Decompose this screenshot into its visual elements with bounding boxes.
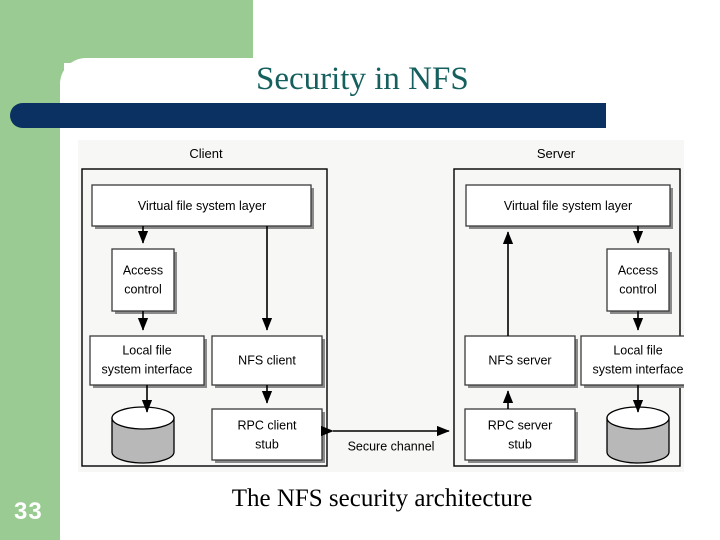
client-rpc-stub-label-line1: RPC client: [237, 418, 297, 432]
client-nfs-label: NFS client: [238, 353, 296, 367]
server-access-control-label-line1: Access: [618, 263, 658, 277]
green-header-block: [0, 0, 253, 63]
client-local-fs-box: [89, 335, 205, 386]
client-nfs-box: [211, 335, 323, 386]
server-heading: Server: [537, 146, 576, 161]
client-heading: Client: [189, 146, 223, 161]
server-access-control-box: [606, 248, 670, 312]
client-rpc-stub-box: [211, 408, 323, 461]
server-access-control-label-line2: control: [619, 282, 657, 296]
client-access-control-box: [111, 248, 175, 312]
client-vfs-label: Virtual file system layer: [138, 199, 266, 213]
server-database-cylinder-icon: [606, 406, 670, 464]
slide-number: 33: [14, 498, 43, 525]
client-access-control-label-line2: control: [124, 282, 162, 296]
client-local-fs-label-line2: system interface: [101, 362, 192, 376]
server-vfs-label: Virtual file system layer: [504, 199, 632, 213]
green-sidebar-rail: [0, 63, 64, 540]
server-rpc-stub-label-line1: RPC server: [488, 418, 553, 432]
server-rpc-stub-label-line2: stub: [508, 437, 532, 451]
client-database-cylinder-icon: [111, 406, 175, 464]
server-local-fs-label-line1: Local file: [613, 343, 662, 357]
client-local-fs-label-line1: Local file: [122, 343, 171, 357]
figure-caption: The NFS security architecture: [231, 485, 533, 512]
page-title: Security in NFS: [256, 61, 469, 97]
client-rpc-stub-label-line2: stub: [255, 437, 279, 451]
server-local-fs-box: [580, 335, 684, 386]
server-rpc-stub-box: [464, 408, 576, 461]
server-nfs-label: NFS server: [488, 353, 551, 367]
server-vfs-box: [465, 184, 671, 227]
client-vfs-box: [91, 184, 312, 227]
title-underline-bar: [10, 103, 606, 128]
server-local-fs-label-line2: system interface: [592, 362, 683, 376]
client-access-control-label-line1: Access: [123, 263, 163, 277]
nfs-security-architecture-diagram: Client Server Virtual file system layer …: [78, 140, 684, 472]
server-nfs-box: [464, 335, 576, 386]
secure-channel-label: Secure channel: [348, 439, 435, 453]
